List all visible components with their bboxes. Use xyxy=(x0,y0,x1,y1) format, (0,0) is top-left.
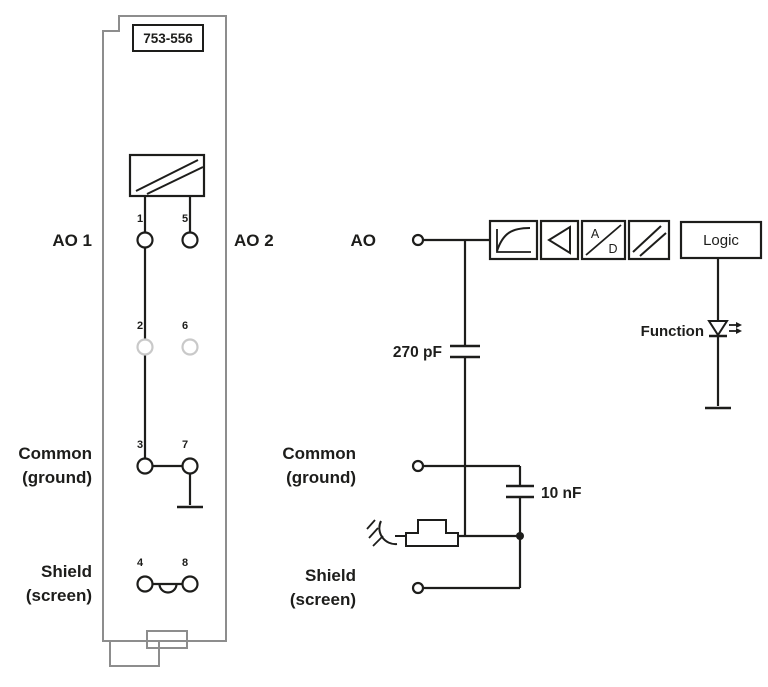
schematic: AO 270 pF A D xyxy=(282,219,763,609)
label-module-common-line2: (ground) xyxy=(22,468,92,487)
label-circuit-common-line1: Common xyxy=(282,444,356,463)
label-cap-10nf: 10 nF xyxy=(541,485,581,502)
ad-converter-d: D xyxy=(608,242,617,256)
terminal-number-1: 1 xyxy=(137,213,143,225)
label-module-common-line1: Common xyxy=(18,444,92,463)
terminal-number-5: 5 xyxy=(182,213,188,225)
module-outline xyxy=(102,15,227,642)
logic-block: Logic xyxy=(679,220,763,260)
terminal-number-3: 3 xyxy=(137,439,143,451)
terminal-circle-5 xyxy=(181,231,199,249)
amplifier-block xyxy=(539,219,580,261)
label-circuit-shield-line2: (screen) xyxy=(290,590,356,609)
terminal-number-8: 8 xyxy=(182,557,188,569)
terminal-circle-8 xyxy=(181,575,199,593)
terminal-circle-3 xyxy=(136,457,154,475)
terminal-circle-7 xyxy=(181,457,199,475)
terminal-circle-4 xyxy=(136,575,154,593)
terminal-number-6: 6 xyxy=(182,320,188,332)
earth-symbol xyxy=(366,519,406,547)
terminal-number-7: 7 xyxy=(182,439,188,451)
terminal-number-2: 2 xyxy=(137,320,143,332)
ad-converter-a: A xyxy=(591,227,600,241)
label-module-shield-line1: Shield xyxy=(41,562,92,581)
terminal-number-4: 4 xyxy=(137,557,144,569)
function-led-branch: Function xyxy=(641,258,742,410)
led-icon xyxy=(707,320,729,337)
dac-symbol xyxy=(128,153,206,198)
terminal-circle-1 xyxy=(136,231,154,249)
label-function: Function xyxy=(641,323,704,340)
terminal-circle-2 xyxy=(136,338,154,356)
terminal-circle-6 xyxy=(181,338,199,356)
logic-label: Logic xyxy=(703,232,739,249)
label-cap-270pf: 270 pF xyxy=(393,344,442,361)
io-module: 753-556 1 5 2 6 3 7 4 8 xyxy=(18,15,274,667)
isolation-block xyxy=(627,219,671,261)
part-number: 753-556 xyxy=(143,31,193,46)
label-ao1: AO 1 xyxy=(52,231,92,250)
label-circuit-common-line2: (ground) xyxy=(286,468,356,487)
label-ao2: AO 2 xyxy=(234,231,274,250)
led-emission-arrows-icon xyxy=(729,322,742,334)
common-terminal xyxy=(411,459,425,473)
module-latch xyxy=(146,630,188,649)
ad-converter-block: A D xyxy=(580,219,627,261)
jumper-loop-4-8 xyxy=(158,583,178,594)
label-circuit-shield-line1: Shield xyxy=(305,566,356,585)
part-number-box xyxy=(132,24,204,52)
label-ao: AO xyxy=(351,231,377,250)
module-foot xyxy=(109,641,160,667)
label-module-shield-line2: (screen) xyxy=(26,586,92,605)
ao-terminal xyxy=(411,233,425,247)
shield-terminal xyxy=(411,581,425,595)
filter-block xyxy=(488,219,539,261)
din-rail-icon xyxy=(405,519,459,547)
